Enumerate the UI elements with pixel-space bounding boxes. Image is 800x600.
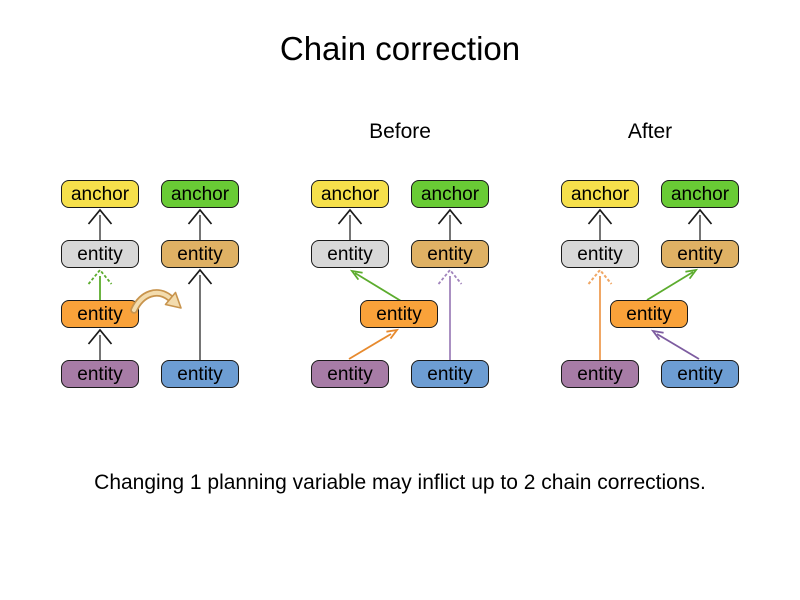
before-entity-tan: entity: [411, 240, 489, 268]
initial-entity-tan: entity: [161, 240, 239, 268]
arrowhead-initial-tan-to-green: [187, 208, 213, 225]
after-label: After: [627, 120, 673, 143]
before-entity-gray: entity: [311, 240, 389, 268]
purple-diagonal-arrow: [650, 329, 700, 360]
after-anchor-green: anchor: [661, 180, 739, 208]
initial-anchor-green: anchor: [161, 180, 239, 208]
gray-arrow-shafts: [99, 215, 701, 360]
arrowhead-before-orange-to-gray: [349, 269, 363, 281]
before-anchor-yellow: anchor: [311, 180, 389, 208]
initial-entity-orange: entity: [61, 300, 139, 328]
after-entity-blue: entity: [661, 360, 739, 388]
green-arrows: [87, 268, 699, 302]
initial-entity-gray: entity: [61, 240, 139, 268]
arrowhead-initial-gray-to-yellow: [87, 208, 113, 225]
arrow-before-purple-to-orange: [348, 333, 392, 360]
arrowhead-before-blue-to-tan: [437, 268, 463, 285]
move-arrow-body: [132, 290, 172, 312]
orange-diagonal-arrow: [348, 328, 400, 360]
arrowhead-after-gray-to-yellow: [587, 208, 613, 225]
move-arrow-outline: [130, 289, 174, 314]
after-entity-purple: entity: [561, 360, 639, 388]
after-entity-orange: entity: [610, 300, 688, 328]
arrow-after-blue-to-orange: [656, 333, 700, 360]
arrowhead-after-tan-to-green: [687, 208, 713, 225]
arrowhead-initial-blue-to-tan: [187, 268, 213, 285]
before-entity-orange: entity: [360, 300, 438, 328]
caption: Changing 1 planning variable may inflict…: [94, 471, 706, 494]
arrowhead-initial-purple-to-orange: [87, 328, 113, 345]
after-entity-gray: entity: [561, 240, 639, 268]
before-label: Before: [369, 120, 431, 143]
initial-entity-blue: entity: [161, 360, 239, 388]
arrowhead-after-orange-to-tan: [685, 268, 699, 280]
move-arrow: [130, 289, 182, 314]
before-entity-purple: entity: [311, 360, 389, 388]
initial-entity-purple: entity: [61, 360, 139, 388]
arrowhead-after-purple-to-gray: [587, 268, 613, 285]
arrowhead-before-gray-to-yellow: [337, 208, 363, 225]
orange-vertical-arrow: [587, 268, 613, 360]
purple-vertical-arrow: [437, 268, 463, 360]
arrow-before-orange-to-gray: [354, 272, 402, 302]
arrowhead-before-purple-to-orange: [386, 328, 400, 340]
arrowhead-initial-orange-to-gray: [87, 268, 113, 285]
arrowhead-after-blue-to-orange: [650, 329, 664, 341]
arrow-after-orange-to-tan: [646, 271, 694, 301]
before-entity-blue: entity: [411, 360, 489, 388]
move-arrowhead: [164, 291, 182, 309]
initial-anchor-yellow: anchor: [61, 180, 139, 208]
page-title: Chain correction: [279, 30, 521, 67]
before-anchor-green: anchor: [411, 180, 489, 208]
after-entity-tan: entity: [661, 240, 739, 268]
after-anchor-yellow: anchor: [561, 180, 639, 208]
arrowhead-before-tan-to-green: [437, 208, 463, 225]
